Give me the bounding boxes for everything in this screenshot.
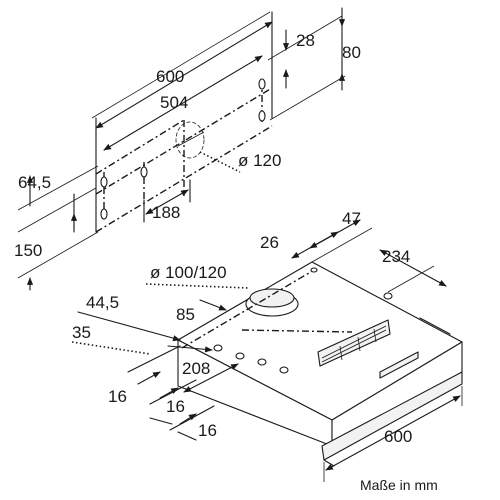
drill-hole — [140, 166, 148, 178]
leader-line — [145, 283, 249, 289]
drill-hole — [258, 110, 266, 122]
dim-label-85: 85 — [176, 305, 195, 324]
extension-line — [17, 165, 99, 211]
dimension-line-85 — [199, 299, 227, 311]
dimension-line-600 — [325, 395, 461, 471]
extension-line — [17, 231, 99, 279]
dim-label-600: 600 — [156, 67, 184, 86]
dim-label-208: 208 — [182, 359, 210, 378]
light-cover — [379, 351, 419, 379]
dimension-line-504 — [103, 55, 263, 151]
dimension-line-47 — [309, 219, 361, 249]
hood-edge — [419, 317, 451, 335]
extension-line — [311, 227, 373, 263]
drill-hole — [100, 208, 108, 220]
extension-line — [267, 15, 343, 61]
dim-label-234: 234 — [382, 247, 410, 266]
extension-line — [127, 345, 181, 373]
dim-label-28: 28 — [296, 31, 315, 50]
extension-line — [177, 431, 197, 441]
mount-hole — [383, 292, 393, 300]
template-outline — [95, 87, 273, 195]
extension-line — [269, 75, 346, 121]
dim-label-16: 16 — [198, 421, 217, 440]
hood-edge — [323, 459, 335, 467]
dim-label-44-5: 44,5 — [86, 293, 119, 312]
dim-label-16: 16 — [108, 387, 127, 406]
mount-hole — [279, 366, 289, 374]
dimension-arrow-16 — [159, 387, 179, 399]
dim-label-600: 600 — [384, 427, 412, 446]
mount-hole — [257, 358, 267, 366]
extension-line — [387, 265, 435, 293]
dim-label-outlet-diameter: ø 100/120 — [150, 263, 227, 282]
leader-line — [199, 151, 241, 173]
dim-label-188: 188 — [152, 203, 180, 222]
dim-label-26: 26 — [260, 233, 279, 252]
drill-hole — [258, 78, 266, 90]
dimension-arrow-16 — [137, 371, 161, 385]
dim-label-16: 16 — [166, 397, 185, 416]
template-outline — [95, 125, 273, 233]
mounting-template-view — [17, 7, 346, 291]
mount-hole — [213, 344, 223, 352]
leader-line — [71, 341, 151, 355]
extension-line — [17, 187, 97, 233]
hood-centerline — [241, 329, 353, 333]
dimension-arrow-16 — [179, 413, 197, 425]
dimension-line-208 — [183, 363, 239, 393]
duct-opening — [175, 121, 205, 159]
dimension-line-44-5 — [77, 311, 181, 342]
dim-label-80: 80 — [342, 43, 361, 62]
dimension-line-188 — [145, 189, 189, 215]
vent-grille — [317, 319, 391, 367]
dimension-line-234 — [379, 249, 447, 287]
dimension-labels: 600 504 28 80 64,5 150 188 ø 120 47 26 2… — [14, 31, 438, 493]
extension-line — [149, 417, 173, 425]
drill-hole — [100, 176, 108, 188]
dimension-arrow — [167, 345, 213, 353]
dim-label-64-5: 64,5 — [18, 173, 51, 192]
dim-label-47: 47 — [342, 209, 361, 228]
units-caption: Maße in mm — [360, 477, 438, 493]
dim-label-duct-diameter: ø 120 — [238, 151, 281, 170]
mount-hole — [310, 267, 318, 273]
center-mark — [177, 131, 205, 147]
template-outline — [95, 119, 185, 175]
dim-label-504: 504 — [160, 93, 188, 112]
dim-label-35: 35 — [72, 323, 91, 342]
hood-isometric-view — [71, 219, 463, 482]
duct-outlet-top — [249, 288, 295, 308]
hood-centerline — [181, 269, 315, 349]
dim-label-150: 150 — [14, 241, 42, 260]
mount-hole — [235, 352, 245, 360]
